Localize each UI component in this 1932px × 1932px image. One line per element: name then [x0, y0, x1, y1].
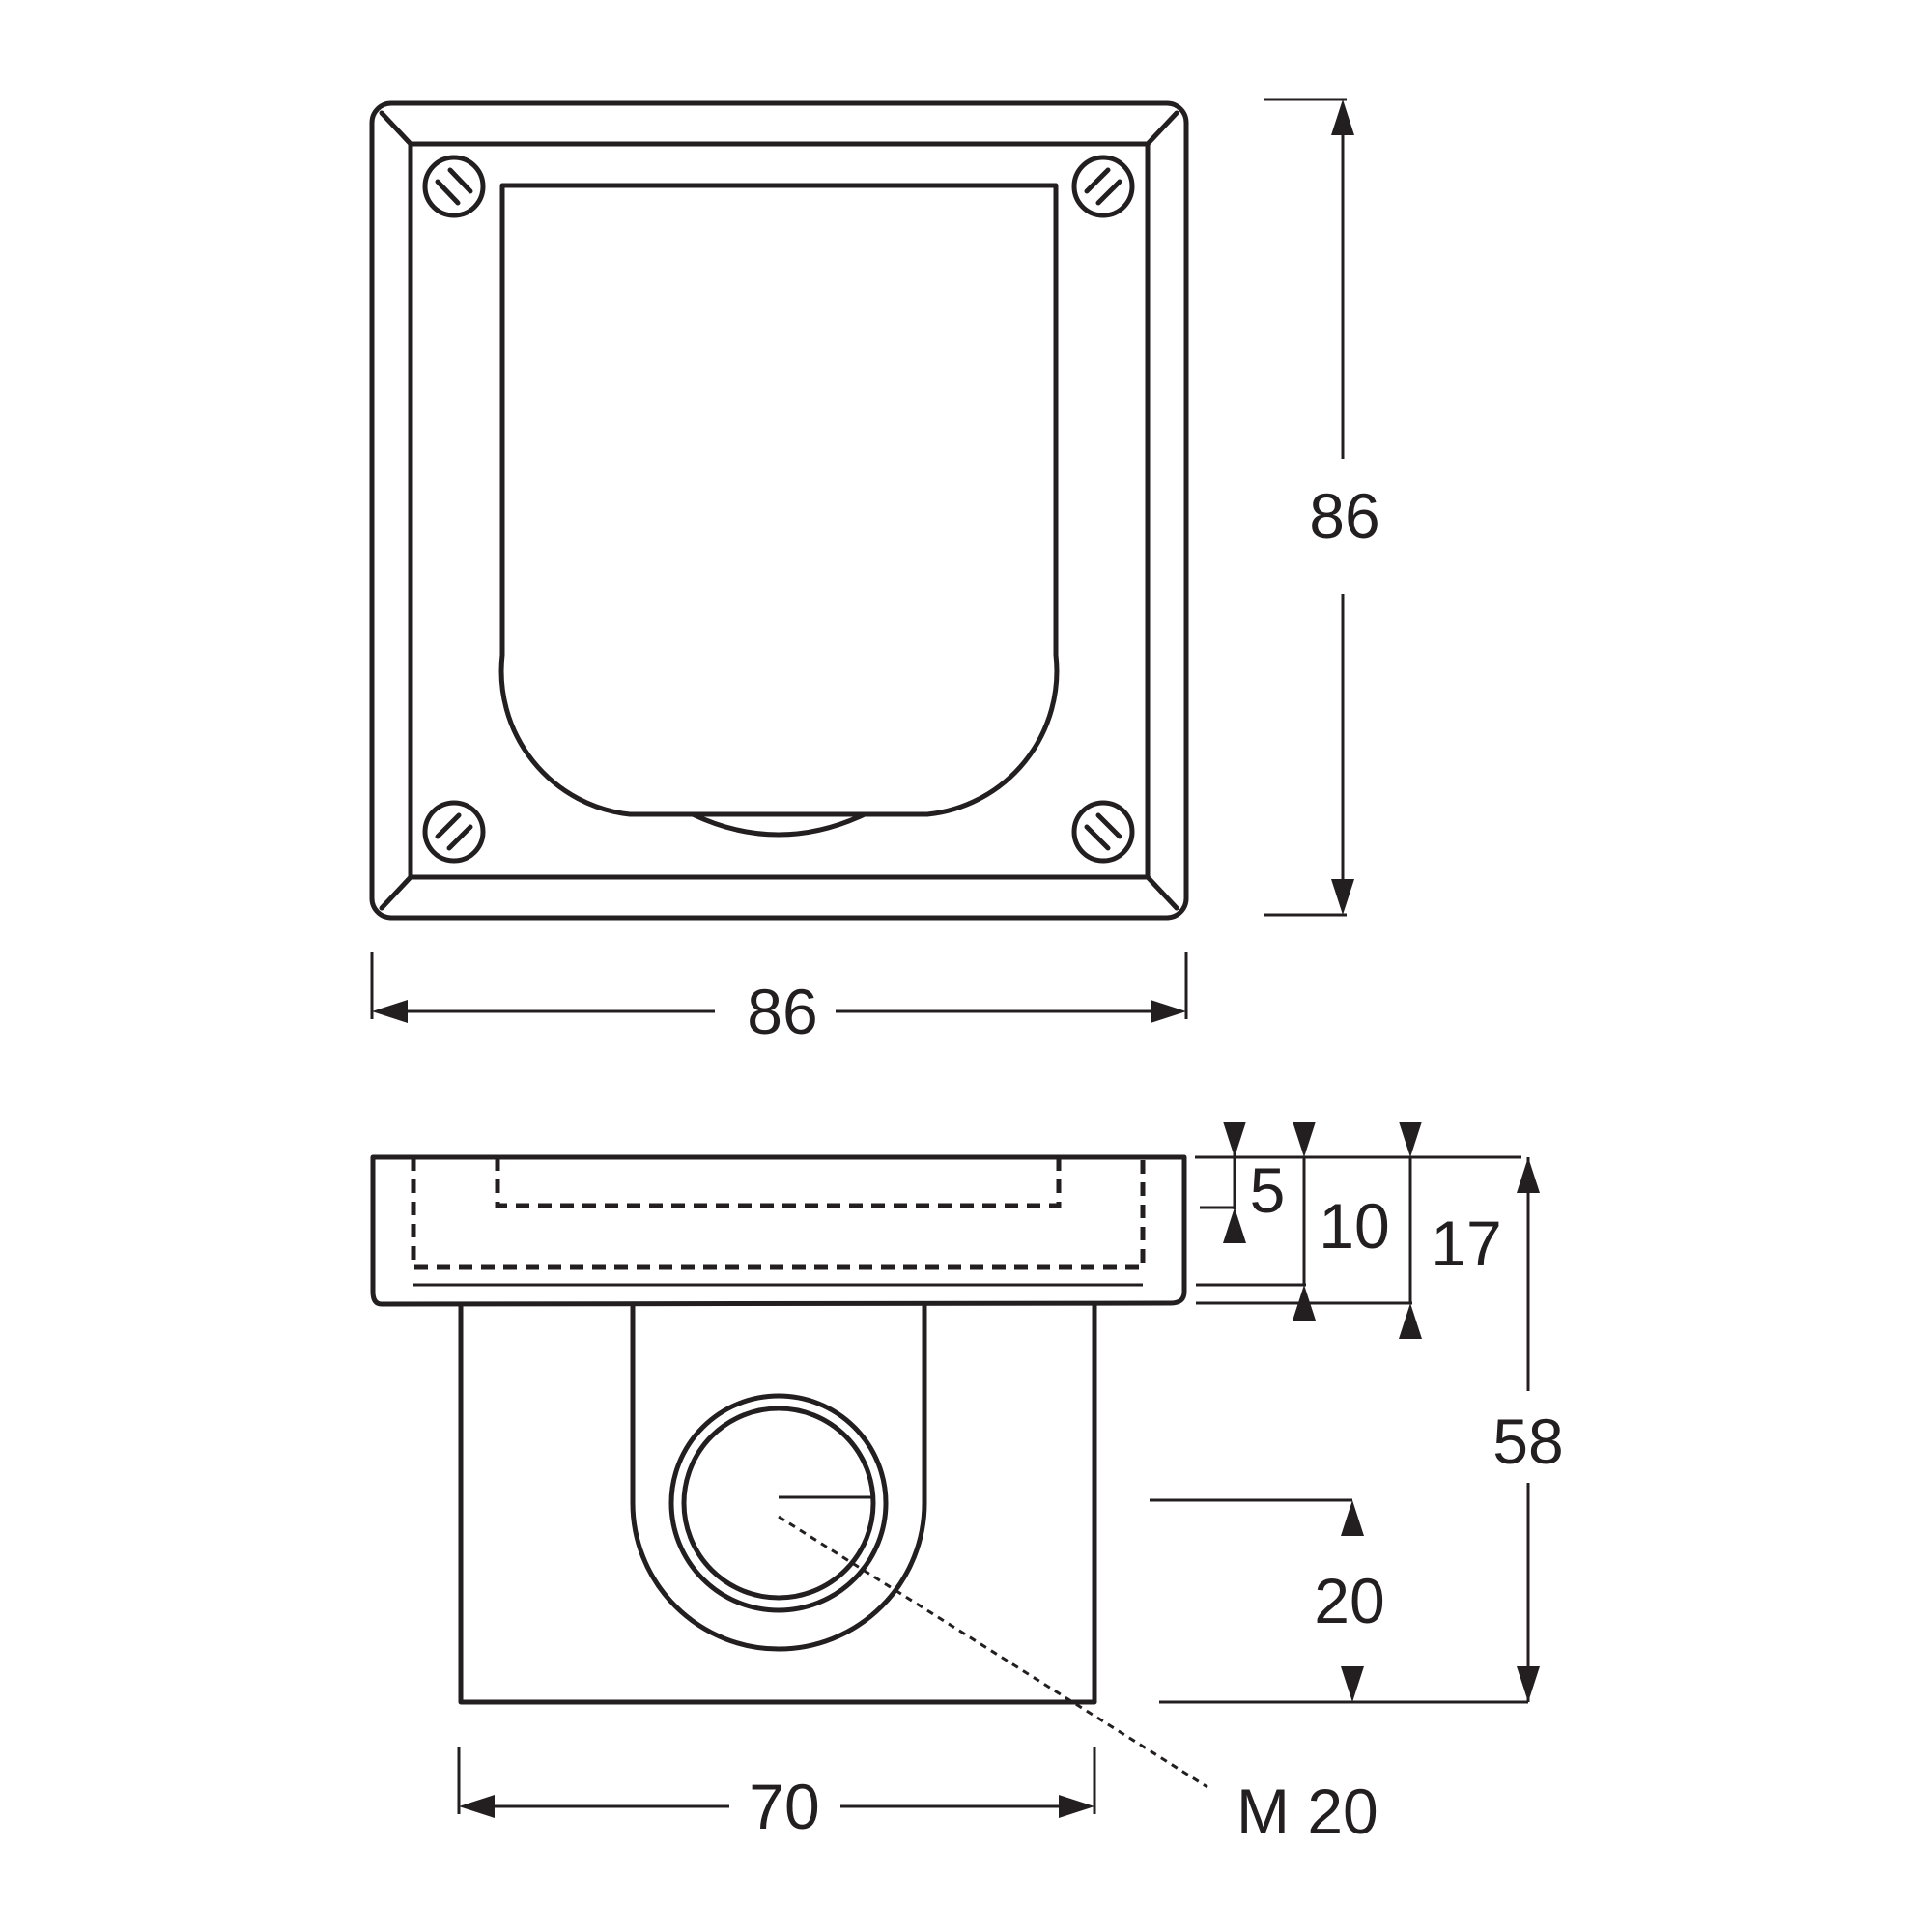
hidden-flange-recess	[411, 1157, 1146, 1270]
socket-cover	[498, 183, 1060, 817]
outer-frame	[369, 100, 1189, 921]
dim-70-label: 70	[749, 1771, 819, 1842]
dim-58: 58	[1159, 1157, 1564, 1704]
side-body	[458, 1301, 1097, 1705]
front-height-dimension: 86	[1264, 98, 1380, 917]
dim-10-label: 10	[1319, 1190, 1389, 1262]
cable-boss	[630, 1301, 927, 1652]
dim-5: 5	[1195, 1122, 1521, 1243]
thread-leader-line	[778, 1515, 1208, 1789]
front-width-label: 86	[747, 976, 817, 1047]
inner-frame	[408, 141, 1151, 880]
cover-hinge	[690, 811, 867, 838]
dim-10: 10	[1196, 1122, 1390, 1321]
thread-label: M 20	[1236, 1776, 1378, 1847]
dim-70: 70	[457, 1747, 1096, 1842]
dim-17-label: 17	[1431, 1208, 1501, 1279]
dim-58-label: 58	[1492, 1406, 1563, 1477]
cable-entry-outer	[668, 1393, 889, 1613]
hidden-cover-outline	[495, 1157, 1062, 1208]
front-view	[369, 100, 1189, 921]
frame-bevels	[379, 110, 1179, 911]
side-flange	[370, 1154, 1187, 1307]
dim-17: 17	[1196, 1122, 1502, 1339]
screw-top-left	[422, 155, 486, 218]
front-width-dimension: 86	[370, 952, 1188, 1047]
screw-bottom-left	[422, 800, 486, 864]
screw-top-right	[1071, 155, 1135, 218]
screw-bottom-right	[1071, 800, 1135, 864]
cable-entry-inner	[681, 1406, 876, 1601]
dim-20: 20	[1150, 1498, 1385, 1702]
dim-20-label: 20	[1314, 1565, 1384, 1636]
side-view: M 20	[370, 1154, 1378, 1847]
dim-5-label: 5	[1250, 1154, 1286, 1226]
front-height-label: 86	[1309, 480, 1379, 552]
